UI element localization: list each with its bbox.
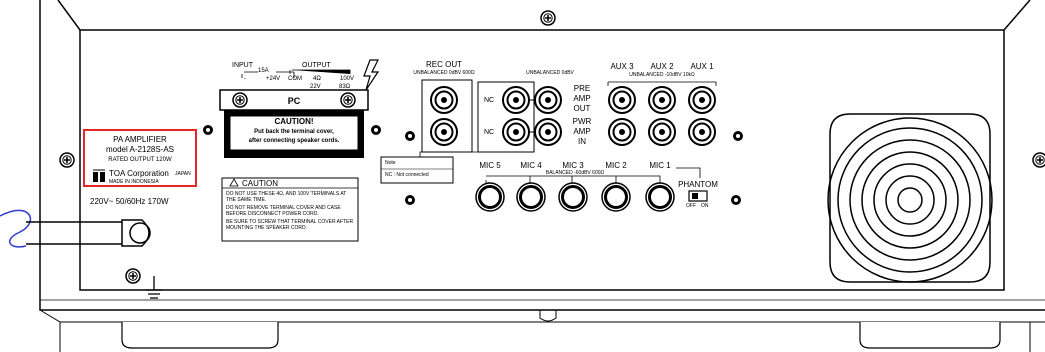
- rec-out-jacks: [421, 79, 473, 153]
- rca-jack-icon: [430, 86, 458, 114]
- note-text: NC : Not connected: [385, 172, 429, 178]
- note-title: Note: [385, 160, 396, 166]
- caution-list: DO NOT USE THESE 4Ω, AND 100V TERMINALS …: [226, 191, 356, 231]
- pre-amp-out-line3: OUT: [573, 104, 591, 113]
- nc-label: NC: [484, 97, 495, 104]
- panel-screw-icon: [405, 131, 415, 141]
- fan-grill: [827, 113, 993, 283]
- panel-screw-icon: [371, 125, 381, 135]
- input-24v: +24V: [266, 76, 281, 82]
- cover-mark: PC: [287, 96, 301, 106]
- speaker-terminal-block: [203, 59, 381, 158]
- aux1-label: AUX 1: [690, 62, 714, 71]
- phantom-off: OFF: [686, 203, 696, 209]
- mic2-label: MIC 2: [605, 161, 627, 170]
- phantom-switch: [688, 190, 708, 202]
- output-4ohm: 4Ω: [313, 76, 321, 82]
- aux3-label: AUX 3: [610, 62, 634, 71]
- rec-out-title: REC OUT: [426, 60, 462, 69]
- output-title: OUTPUT: [302, 62, 331, 69]
- input-minus: -: [244, 76, 246, 82]
- output-100v: 100V: [340, 76, 355, 82]
- panel-screw-icon: [405, 195, 415, 205]
- mic5-label: MIC 5: [479, 161, 501, 170]
- model-line1: PA AMPLIFIER: [113, 135, 167, 144]
- company-name: TOA Corporation: [109, 169, 169, 178]
- terminal-caution-title: CAUTION!: [274, 117, 314, 126]
- chassis: [39, 0, 1045, 352]
- rec-out-sub: UNBALANCED 0dBV 600Ω: [413, 70, 475, 76]
- terminal-screw-icon: [340, 92, 356, 108]
- left-screw-icon: [59, 152, 75, 168]
- aux2-label: AUX 2: [650, 62, 674, 71]
- mic4-label: MIC 4: [520, 161, 542, 170]
- caution-item: DO NOT REMOVE TERMINAL COVER AND CASE BE…: [226, 205, 341, 217]
- mic-sub: BALANCED -60dBV 600Ω: [545, 170, 605, 176]
- terminal-screw-icon: [232, 92, 248, 108]
- input-15a: 15A: [258, 68, 269, 74]
- pre-amp-out-line2: AMP: [573, 94, 591, 103]
- rca-jack-icon: [430, 118, 458, 146]
- panel-screw-icon: [203, 125, 213, 135]
- phantom-on: ON: [701, 203, 709, 209]
- aux-sub: UNBALANCED -10dBV 10kΩ: [629, 72, 695, 78]
- model-line3: RATED OUTPUT 120W: [108, 157, 172, 163]
- pwr-amp-in-line1: PWR: [572, 117, 592, 126]
- output-83ohm: 83Ω: [339, 84, 351, 90]
- phantom-label: PHANTOM: [678, 180, 718, 189]
- power-cord: [0, 209, 151, 248]
- input-title: INPUT: [232, 62, 253, 69]
- panel-screw-icon: [731, 195, 741, 205]
- toa-logo-icon: [93, 169, 105, 182]
- right-screw-icon: [1032, 152, 1045, 168]
- pre-amp-out-line1: PRE: [573, 84, 591, 93]
- aux-jacks: [607, 81, 717, 146]
- mic-jacks: [474, 167, 701, 213]
- mic1-label: MIC 1: [649, 161, 671, 170]
- panel-screw-icon: [733, 131, 743, 141]
- caution-panel-title: CAUTION: [242, 179, 278, 188]
- caution-item: DO NOT USE THESE 4Ω, AND 100V TERMINALS …: [226, 191, 347, 203]
- made-in-label: MADE IN INDONESIA: [109, 179, 159, 185]
- warning-icon: [229, 178, 239, 187]
- pwr-amp-in-line2: AMP: [573, 127, 591, 136]
- terminal-caution-text2: after connecting speaker cords.: [248, 138, 340, 144]
- top-screw-icon: [540, 10, 556, 26]
- unbalanced-label: UNBALANCED 0dBV: [526, 70, 574, 76]
- caution-panel: [221, 177, 359, 242]
- lightning-icon: [363, 59, 380, 91]
- terminal-caution-text1: Put back the terminal cover,: [254, 129, 334, 135]
- caution-item: BE SURE TO SCREW THAT TERMINAL COVER AFT…: [226, 219, 354, 231]
- power-rating-label: 220V~ 50/60Hz 170W: [90, 197, 169, 206]
- note-box: [380, 156, 454, 184]
- output-22v: 22V: [310, 84, 321, 90]
- model-label-highlight: [83, 129, 197, 187]
- pwr-amp-in-line3: IN: [578, 137, 586, 146]
- mic3-label: MIC 3: [562, 161, 584, 170]
- ground-terminal: [125, 268, 162, 299]
- pre-pwr-amp-jacks: [419, 81, 562, 158]
- output-com: COM: [288, 76, 302, 82]
- company-country: JAPAN: [175, 171, 191, 177]
- model-line2: model A-2128S-AS: [105, 145, 175, 154]
- nc-label: NC: [484, 129, 495, 136]
